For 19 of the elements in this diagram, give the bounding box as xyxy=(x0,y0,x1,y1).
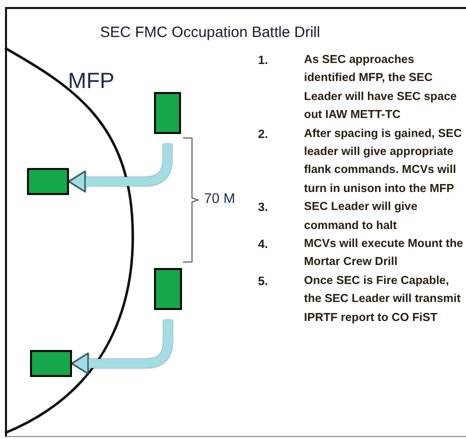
vehicle-marker xyxy=(27,168,69,195)
step-number: 3. xyxy=(258,199,270,216)
step-number: 1. xyxy=(258,52,270,69)
step-number: 2. xyxy=(258,126,270,143)
vehicle-marker xyxy=(154,268,182,310)
step-number: 4. xyxy=(258,236,270,254)
distance-label: 70 M xyxy=(204,190,236,206)
curved-arrow xyxy=(71,320,172,374)
step-text: SEC Leader will give command to halt xyxy=(304,199,418,234)
vehicle-marker xyxy=(30,350,72,377)
curved-arrow xyxy=(68,144,172,192)
step-number: 5. xyxy=(258,272,270,290)
step-text: Once SEC is Fire Capable, the SEC Leader will transmit IPRTF report to CO FiST xyxy=(304,272,462,326)
area-label: MFP xyxy=(68,68,114,94)
diagram-title: SEC FMC Occupation Battle Drill xyxy=(100,24,320,41)
step-text: MCVs will execute Mount the Mortar Crew Drill xyxy=(304,236,464,270)
step-text: After spacing is gained, SEC leader will give appropriate flank commands. MCVs will turn in unison into the MFP xyxy=(304,126,463,197)
vehicle-marker xyxy=(154,92,181,134)
step-text: As SEC approaches identified MFP, the SEC Leader will have SEC space out IAW METT-TC xyxy=(304,52,458,124)
